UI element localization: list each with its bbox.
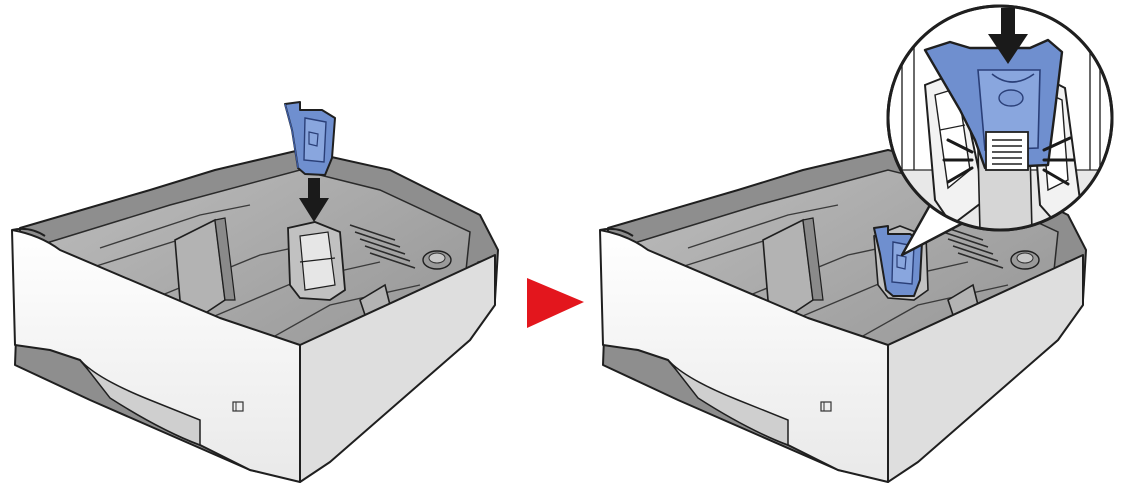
- down-arrow-icon: [299, 178, 329, 222]
- panel-before: [11, 101, 499, 483]
- blue-stopper: [284, 101, 336, 176]
- click-burst-icon: [942, 136, 1076, 186]
- stopper-label-plate: [985, 131, 1029, 171]
- detail-callout: [886, 4, 1114, 257]
- paper-tray-icon: [232, 401, 244, 412]
- paper-tray-icon: [820, 401, 832, 412]
- down-arrow-icon: [988, 8, 1028, 64]
- stopper-slot: [287, 221, 346, 301]
- play-right-icon: [527, 278, 584, 328]
- paper-tray: [11, 149, 499, 483]
